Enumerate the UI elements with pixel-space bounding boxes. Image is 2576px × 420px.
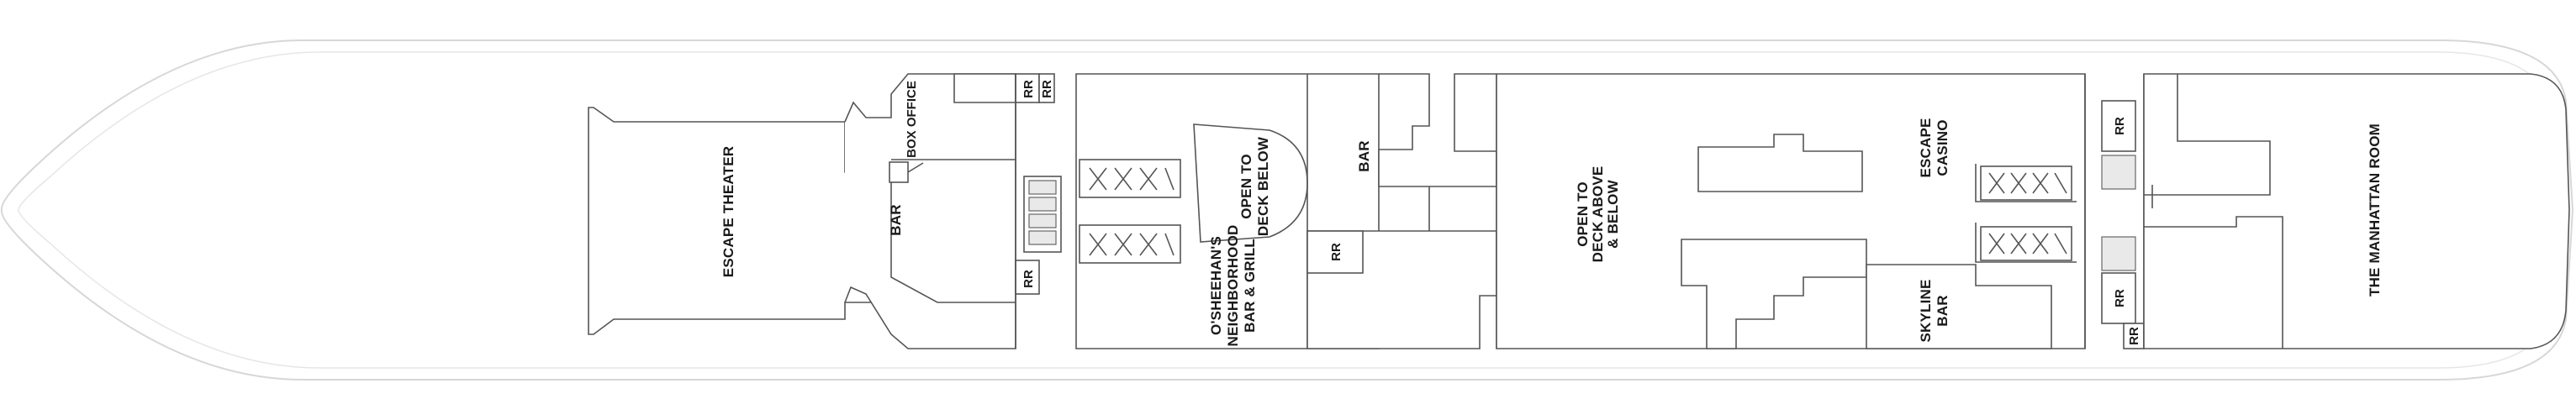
box-office-label: BOX OFFICE [905, 81, 919, 158]
open-deck-below-label-line1: OPEN TO [1238, 154, 1254, 219]
osheehans-bar-counter-top [1079, 159, 1181, 198]
escape-casino-label-line2: CASINO [1935, 119, 1950, 176]
open-above-below-label: OPEN TO DECK ABOVE & BELOW [1575, 166, 1621, 263]
rr-label-5: RR [2113, 117, 2127, 135]
rr-box-4 [1306, 230, 1364, 274]
escape-theater-label: ESCAPE THEATER [721, 146, 736, 277]
fwd-stair-top [2101, 155, 2136, 190]
mid-bar-room [1378, 73, 1497, 187]
rr-box-6 [2101, 272, 2136, 324]
rr-box-2 [1038, 73, 1055, 103]
rr-box-3 [1015, 260, 1040, 295]
osheehans-label-line1: O'SHEEHAN'S [1208, 236, 1224, 335]
theater-bow-side [844, 73, 1016, 349]
aft-service-block [953, 73, 1016, 103]
manhattan-inner-walls [2144, 74, 2283, 349]
skyline-bar-label-line2: BAR [1935, 295, 1950, 326]
manhattan-room-label: THE MANHATTAN ROOM [2367, 123, 2383, 297]
aft-stairs [1028, 180, 1057, 245]
osheehans-label-line2: NEIGHBORHOOD [1225, 224, 1241, 346]
rr-label-3: RR [1021, 270, 1036, 288]
fwd-stair-bottom [2101, 236, 2136, 271]
rr-label-6: RR [2113, 289, 2127, 307]
rr-label-1: RR [1021, 80, 1036, 98]
escape-casino-label: ESCAPE CASINO [1918, 118, 1950, 177]
hull-outline [0, 39, 2574, 381]
box-office-pointer [907, 162, 924, 173]
rr-box-7 [2123, 323, 2145, 349]
manhattan-room [2143, 73, 2570, 349]
box-office-desk [889, 161, 909, 183]
rr-label-7: RR [2127, 327, 2141, 345]
osheehans-label-line3: BAR & GRILL [1242, 239, 1258, 333]
bar-mid-label: BAR [1356, 140, 1372, 171]
skyline-bar-label: SKYLINE BAR [1918, 279, 1950, 342]
theater-interior-wall [890, 159, 1016, 303]
open-deck-below-label: OPEN TO DECK BELOW [1238, 136, 1271, 236]
casino-table-block-top [1697, 134, 1863, 192]
open-deck-below-label-line2: DECK BELOW [1255, 136, 1271, 236]
skyline-bar-room [1866, 264, 2052, 349]
osheehans-label: O'SHEEHAN'S NEIGHBORHOOD BAR & GRILL [1208, 224, 1258, 346]
casino-slot-row-top [1980, 165, 2072, 201]
skyline-bar-label-line1: SKYLINE [1918, 279, 1934, 342]
open-above-below-label-line1: OPEN TO [1575, 181, 1591, 247]
open-above-below-label-line3: & BELOW [1605, 179, 1621, 248]
open-above-below-label-line2: DECK ABOVE [1590, 166, 1606, 263]
rr-box-5 [2101, 100, 2136, 152]
escape-casino-label-line1: ESCAPE [1918, 118, 1934, 177]
rr-label-2: RR [1040, 80, 1054, 98]
rr-label-4: RR [1329, 243, 1343, 261]
bar-aft-label: BAR [888, 204, 904, 235]
casino-slot-row-bottom [1980, 226, 2072, 261]
osheehans-bar-counter-bottom [1079, 224, 1181, 264]
casino-cashier-frame [1975, 164, 2077, 263]
